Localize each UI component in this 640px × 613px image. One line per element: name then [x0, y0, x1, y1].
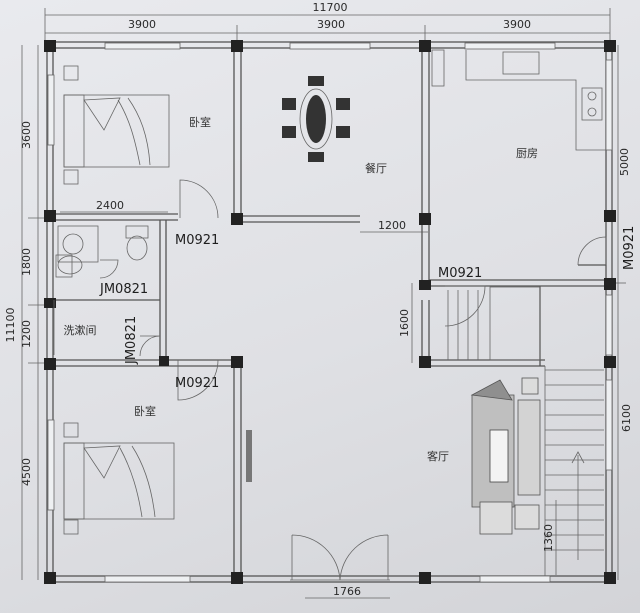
bathroom-width-label: 2400 — [96, 199, 124, 212]
living-sofa-set — [246, 377, 541, 535]
room-labels: 卧室 餐厅 厨房 洗漱间 卧室 客厅 — [64, 115, 539, 463]
total-width-label: 11700 — [313, 1, 348, 14]
dining-opening-label: 1200 — [378, 219, 406, 232]
entry-width-label: 1766 — [333, 585, 361, 598]
top-span-3-label: 3900 — [503, 18, 531, 31]
room-label-bedroom-top: 卧室 — [189, 115, 211, 129]
right-span-2-label: 6100 — [620, 404, 633, 432]
bed-bottom — [63, 422, 175, 535]
top-span-1-label: 3900 — [128, 18, 156, 31]
stair-opening-label: 1600 — [398, 309, 411, 337]
room-label-kitchen: 厨房 — [516, 147, 538, 160]
door-label-bathroom: JM0821 — [99, 282, 148, 297]
room-label-living: 客厅 — [427, 449, 449, 463]
door-label-bedroom-bottom: M0921 — [175, 376, 219, 391]
staircase — [447, 286, 604, 576]
top-span-2-label: 3900 — [317, 18, 345, 31]
left-total-label: 11100 — [4, 308, 17, 343]
structural-columns — [44, 40, 616, 584]
room-label-dining: 餐厅 — [365, 161, 387, 175]
interior-walls — [53, 48, 606, 576]
dining-table — [282, 76, 350, 162]
left-span-2-label: 1800 — [20, 248, 33, 276]
door-label-bedroom-top: M0921 — [175, 233, 219, 248]
kitchen-counter — [431, 49, 606, 151]
room-label-bedroom-bottom: 卧室 — [134, 404, 156, 418]
dimension-lines — [21, 8, 626, 599]
outer-walls — [46, 41, 613, 583]
door-labels: M0921 JM0821 JM0821 M0921 M0921 M0921 — [99, 226, 637, 391]
right-span-1-label: 5000 — [618, 148, 631, 176]
left-span-1-label: 3600 — [20, 121, 33, 149]
left-span-3-label: 1200 — [20, 320, 33, 348]
door-label-kitchen-side: M0921 — [622, 226, 637, 270]
dimension-labels: 11700 3900 3900 3900 11100 3600 1800 120… — [4, 1, 633, 598]
stair-offset-label: 1360 — [542, 524, 555, 552]
bathroom-fixtures — [53, 225, 149, 355]
door-label-laundry: JM0821 — [124, 316, 139, 365]
room-label-laundry: 洗漱间 — [64, 324, 97, 337]
door-label-stair: M0921 — [438, 266, 482, 281]
left-span-4-label: 4500 — [20, 458, 33, 486]
bed-top — [63, 65, 170, 185]
door-swings — [99, 179, 607, 581]
